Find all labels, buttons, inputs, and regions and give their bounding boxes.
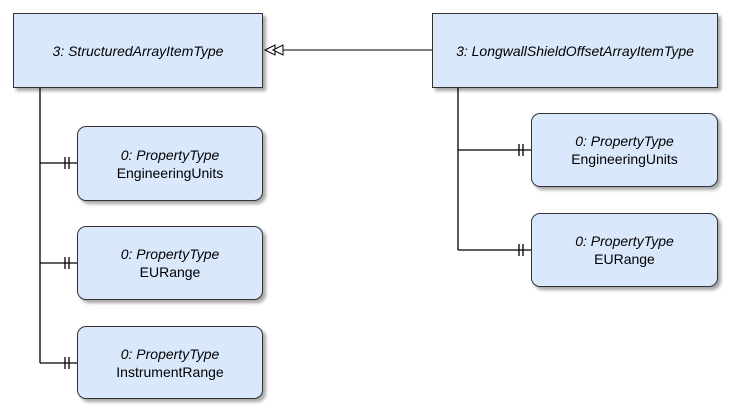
- structured-array-item-type-label: 3: StructuredArrayItemType: [52, 42, 224, 59]
- property-type-label: 0: PropertyType: [575, 133, 674, 149]
- longwall-shield-offset-array-item-type-node[interactable]: 3: LongwallShieldOffsetArrayItemType: [432, 13, 718, 88]
- property-name-label: EURange: [139, 264, 201, 280]
- property-name-label: EngineeringUnits: [571, 151, 678, 167]
- property-name-label: EURange: [594, 251, 655, 267]
- property-node-engineering-units[interactable]: 0: PropertyType EngineeringUnits: [77, 126, 263, 201]
- property-node-instrument-range[interactable]: 0: PropertyType InstrumentRange: [77, 326, 263, 399]
- property-type-label: 0: PropertyType: [120, 345, 220, 362]
- property-type-label: 0: PropertyType: [120, 246, 220, 262]
- property-type-label: 0: PropertyType: [575, 233, 674, 249]
- subtype-property-node-eurange[interactable]: 0: PropertyType EURange: [531, 213, 718, 287]
- property-node-eurange[interactable]: 0: PropertyType EURange: [77, 226, 263, 300]
- structured-array-item-type-node[interactable]: 3: StructuredArrayItemType: [13, 13, 263, 88]
- longwall-shield-offset-array-item-type-label: 3: LongwallShieldOffsetArrayItemType: [456, 42, 694, 59]
- property-name-label: InstrumentRange: [116, 363, 224, 380]
- inheritance-arrowhead-inner: [271, 44, 284, 56]
- subtype-property-node-engineering-units[interactable]: 0: PropertyType EngineeringUnits: [531, 113, 718, 187]
- property-name-label: EngineeringUnits: [116, 164, 224, 181]
- property-type-label: 0: PropertyType: [120, 146, 220, 163]
